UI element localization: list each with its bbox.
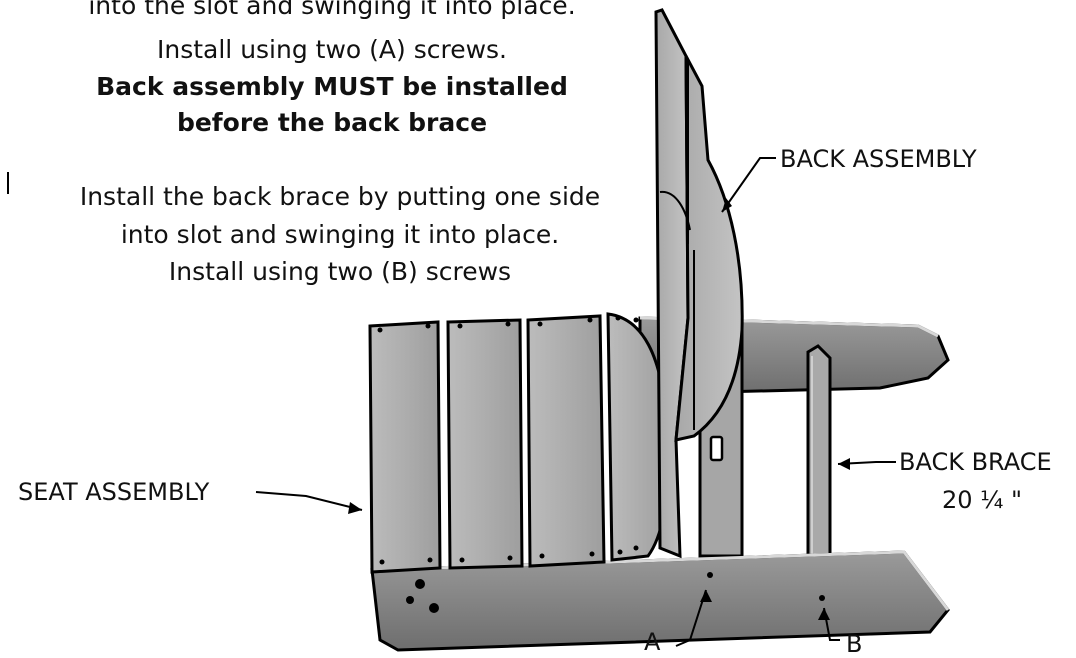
leader-arrowheads — [348, 198, 850, 620]
leader-back-assembly — [721, 157, 776, 213]
lower-side-board — [370, 550, 950, 652]
callout-seat-assembly: SEAT ASSEMBLY — [18, 478, 210, 506]
callout-back-brace-length: 20 ¼ " — [942, 486, 1023, 514]
back-brace — [806, 344, 832, 562]
callout-back-assembly: BACK ASSEMBLY — [780, 145, 977, 173]
seat-slats — [368, 312, 671, 574]
back-assembly — [654, 8, 744, 559]
instruction-back-brace-line3: Install using two (B) screws — [168, 257, 512, 286]
warning-line2: before the back brace — [176, 108, 488, 137]
leader-seat-assembly — [255, 491, 363, 511]
margin-mark — [7, 172, 9, 194]
instruction-back-brace-line2: into slot and swinging it into place. — [120, 220, 560, 249]
instruction-back-assembly-line1: into the slot and swinging it into place… — [88, 0, 576, 20]
callout-screw-b: B — [846, 630, 863, 658]
leader-screw-a — [675, 589, 707, 647]
leader-back-brace — [837, 461, 896, 465]
callout-back-brace: BACK BRACE — [899, 448, 1052, 476]
instruction-back-assembly-line2: Install using two (A) screws. — [156, 35, 508, 64]
warning-line1: Back assembly MUST be installed — [96, 72, 568, 101]
callout-screw-a: A — [644, 628, 661, 656]
instruction-back-brace-line1: Install the back brace by putting one si… — [79, 182, 601, 211]
